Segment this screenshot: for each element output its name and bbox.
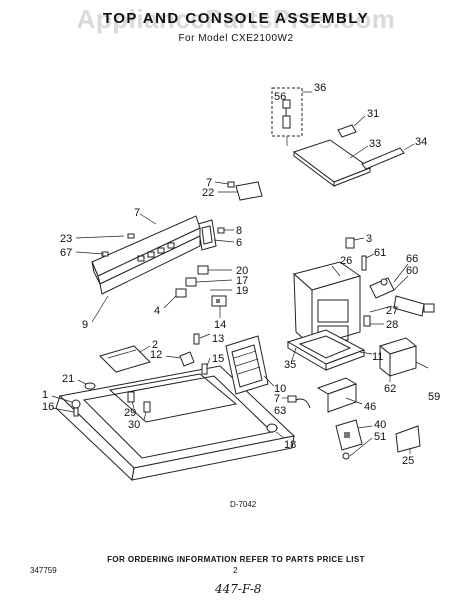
callout-62: 62 — [384, 383, 396, 395]
callout-36: 36 — [314, 82, 326, 94]
callout-15: 15 — [212, 353, 224, 365]
console-panel — [75, 213, 201, 323]
callout-6: 6 — [236, 237, 242, 249]
callout-27: 27 — [386, 305, 398, 317]
part-25-plate — [395, 425, 421, 454]
part-35-base — [286, 329, 373, 371]
screw-parts — [193, 333, 211, 375]
callout-1: 1 — [42, 389, 48, 401]
callout-13: 13 — [212, 333, 224, 345]
callout-19: 19 — [236, 285, 248, 297]
part-18-grommet — [266, 423, 285, 439]
callout-33: 33 — [369, 138, 381, 150]
callout-7-b: 7 — [134, 207, 140, 219]
callout-22: 22 — [202, 187, 214, 199]
part-31-badge — [337, 115, 366, 138]
callout-30: 30 — [128, 419, 140, 431]
callout-17: 17 — [236, 275, 248, 287]
part-12-clip — [165, 351, 195, 367]
callout-10: 10 — [274, 383, 286, 395]
callout-labels: 36 56 31 33 34 7 22 7 8 6 23 67 3 26 61 … — [42, 82, 440, 467]
part-63-fastener — [282, 395, 311, 409]
catalog-number: 347759 — [30, 566, 57, 575]
callout-8: 8 — [236, 225, 242, 237]
part-21-bumper — [77, 379, 96, 390]
callout-25: 25 — [402, 455, 414, 467]
callout-66: 66 — [406, 253, 418, 265]
model-subtitle: For Model CXE2100W2 — [178, 33, 294, 44]
part-27-connector — [363, 295, 435, 327]
part-3-clip — [345, 237, 365, 249]
part-26-housing — [292, 261, 362, 348]
callout-61: 61 — [374, 247, 386, 259]
ordering-note: FOR ORDERING INFORMATION REFER TO PARTS … — [107, 555, 365, 564]
part-6-bezel — [197, 219, 235, 251]
part-40-lid-switch — [335, 419, 373, 460]
callout-28: 28 — [386, 319, 398, 331]
callout-40: 40 — [374, 419, 386, 431]
callout-51: 51 — [374, 431, 386, 443]
callout-14: 14 — [214, 319, 226, 331]
part-34-rod — [361, 143, 415, 170]
callout-23: 23 — [60, 233, 72, 245]
callout-20: 20 — [236, 265, 248, 277]
callout-7-a: 7 — [206, 177, 212, 189]
diagram-title: TOP AND CONSOLE ASSEMBLY — [102, 10, 370, 27]
callout-11: 11 — [372, 351, 383, 363]
callout-63: 63 — [274, 405, 286, 417]
callout-35: 35 — [284, 359, 296, 371]
watermark: AppliancePartsPros.com — [76, 4, 396, 34]
callout-60: 60 — [406, 265, 418, 277]
callout-18: 18 — [284, 439, 296, 451]
part-61-stud — [361, 253, 375, 271]
hinge-parts — [127, 391, 151, 421]
callout-56: 56 — [274, 91, 286, 103]
callout-12: 12 — [150, 349, 162, 361]
callout-31: 31 — [367, 108, 379, 120]
part-kit-36-box — [271, 87, 312, 146]
callout-9: 9 — [82, 319, 88, 331]
part-46-bracket — [316, 377, 363, 413]
callout-26: 26 — [340, 255, 352, 267]
page-number: 2 — [233, 566, 238, 575]
callout-2: 2 — [152, 339, 158, 351]
callout-16: 16 — [42, 401, 54, 413]
part-2-plate — [99, 345, 151, 373]
callout-21: 21 — [62, 373, 74, 385]
part-22-bracket — [214, 181, 263, 201]
callout-3: 3 — [366, 233, 372, 245]
callout-29: 29 — [124, 407, 136, 419]
part-10-lid-frame — [225, 335, 275, 395]
handwritten-note: 447-F-8 — [215, 582, 262, 596]
part-1-screw — [51, 395, 81, 417]
callout-67: 67 — [60, 247, 72, 259]
callout-34: 34 — [415, 136, 427, 148]
diagram-code: D-7042 — [230, 500, 257, 509]
part-33-panel — [292, 139, 372, 187]
callout-59: 59 — [428, 391, 440, 403]
callout-4: 4 — [154, 305, 160, 317]
callout-46: 46 — [364, 401, 376, 413]
part-60-bracket — [369, 263, 409, 299]
callout-7-c: 7 — [274, 393, 280, 405]
part-62-switch-box — [378, 337, 429, 382]
switch-parts — [163, 265, 233, 318]
